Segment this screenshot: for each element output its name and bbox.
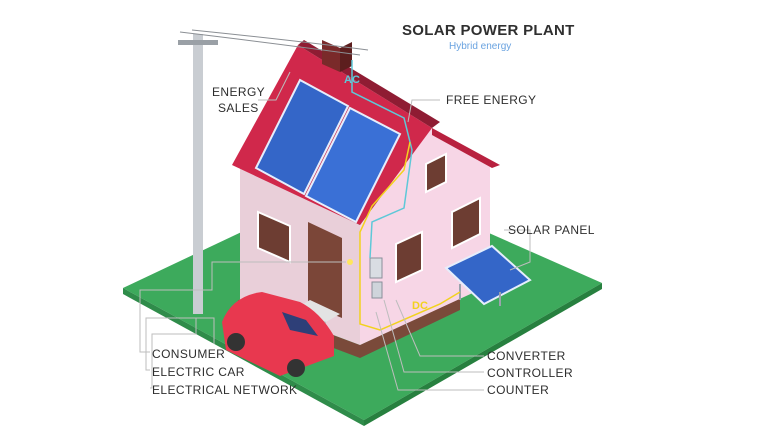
converter-box xyxy=(370,258,382,278)
dc-tag: DC xyxy=(412,300,428,312)
label-consumer: CONSUMER xyxy=(152,346,225,362)
label-solar-panel: SOLAR PANEL xyxy=(508,222,595,238)
car-wheel-front xyxy=(287,359,305,377)
label-controller: CONTROLLER xyxy=(487,365,573,381)
light-bulb-icon xyxy=(347,259,353,265)
label-free-energy: FREE ENERGY xyxy=(446,92,536,108)
label-electrical-network: ELECTRICAL NETWORK xyxy=(152,382,297,398)
utility-pole xyxy=(193,34,203,314)
diagram-title: SOLAR POWER PLANT xyxy=(402,22,575,39)
diagram-subtitle: Hybrid energy xyxy=(449,41,511,52)
label-electric-car: ELECTRIC CAR xyxy=(152,364,245,380)
pole-crossbar xyxy=(178,40,218,45)
ac-tag: AC xyxy=(344,74,360,86)
label-energy-sales-line-2: SALES xyxy=(218,100,259,116)
label-converter: CONVERTER xyxy=(487,348,566,364)
label-energy-sales-line-1: ENERGY xyxy=(212,84,265,100)
car-wheel-rear xyxy=(227,333,245,351)
label-counter: COUNTER xyxy=(487,382,549,398)
controller-box xyxy=(372,282,382,298)
